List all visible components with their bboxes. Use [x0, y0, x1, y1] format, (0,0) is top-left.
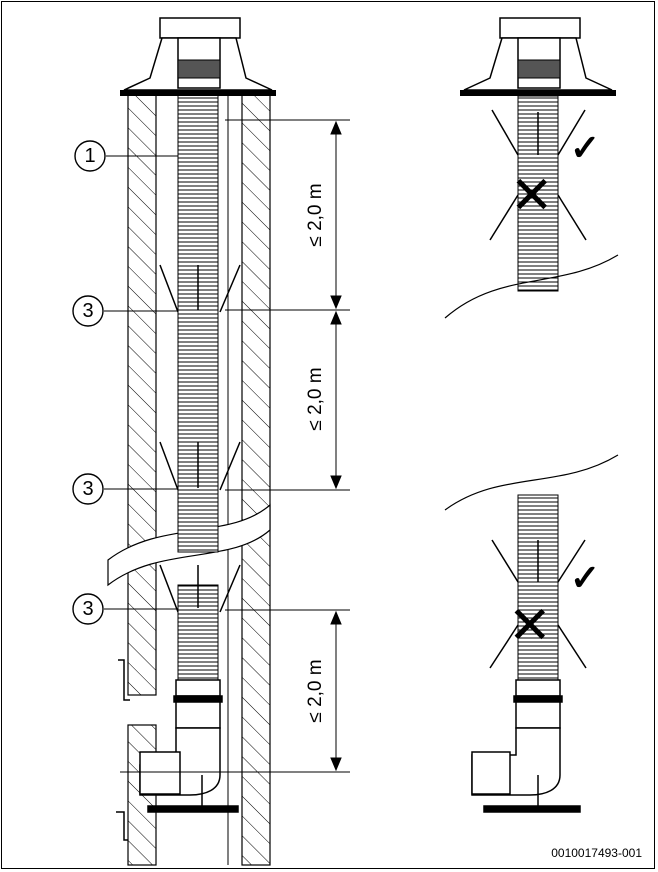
dimension-label-middle: ≤ 2,0 m — [305, 367, 326, 431]
cross-mark-bottom: ✕ — [508, 597, 552, 655]
spacer-2 — [159, 441, 241, 491]
callout-3c-circle — [72, 593, 104, 625]
cross-mark-top: ✕ — [510, 167, 554, 225]
right-wall — [241, 94, 271, 866]
callout-1-label: 1 — [84, 145, 96, 167]
check-mark-top: ✓ — [570, 127, 601, 168]
callout-3a-circle — [72, 295, 104, 327]
bottom-fittings — [116, 659, 239, 841]
left-wall — [127, 94, 157, 696]
document-code: 0010017493-001 — [551, 846, 642, 860]
callout-3c-label: 3 — [82, 598, 94, 620]
spacer-3 — [159, 564, 241, 613]
dimension-label-top: ≤ 2,0 m — [305, 183, 326, 247]
detail-top — [444, 17, 619, 319]
callout-3b-circle — [72, 473, 104, 505]
detail-bottom — [444, 454, 619, 813]
dimension-label-bottom: ≤ 2,0 m — [305, 659, 326, 723]
top-termination — [120, 17, 276, 96]
spacer-1 — [159, 264, 241, 313]
callout-3a-label: 3 — [82, 300, 94, 322]
callout-3b-label: 3 — [82, 478, 94, 500]
callout-leaders — [104, 155, 178, 610]
callout-circles — [72, 140, 106, 625]
dimension-lines — [120, 119, 350, 773]
callout-1-circle — [74, 140, 106, 172]
check-mark-bottom: ✓ — [570, 557, 601, 598]
